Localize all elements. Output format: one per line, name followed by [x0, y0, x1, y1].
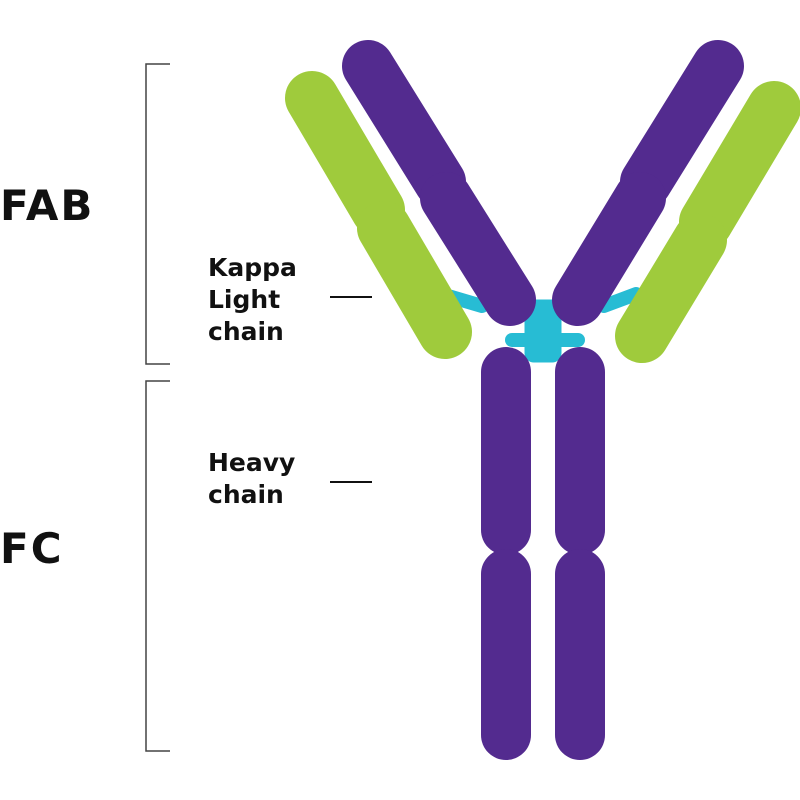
fab-bracket	[145, 63, 170, 365]
right-heavy-chain-arm	[552, 40, 744, 326]
fc-region-label: FC	[0, 524, 64, 573]
left-light-chain	[285, 71, 472, 359]
kappa-light-chain-label: Kappa Light chain	[208, 253, 297, 346]
heavy-chain-label: Heavy chain	[208, 448, 296, 509]
right-light-chain	[615, 81, 800, 363]
fab-region-label: FAB	[0, 181, 95, 230]
left-heavy-chain-arm	[342, 40, 536, 326]
fc-bracket	[145, 380, 170, 752]
hinge-bonds	[441, 287, 643, 363]
